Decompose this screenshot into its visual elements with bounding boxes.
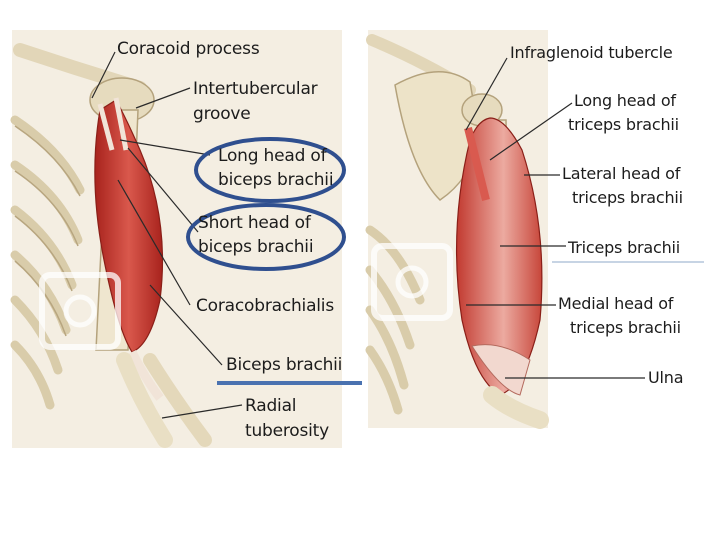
label-short-head-biceps-line1: Short head of xyxy=(198,213,311,233)
label-intertubercular-groove-line2: groove xyxy=(193,104,251,124)
long-head-triceps-muscle xyxy=(464,127,490,201)
rib-cage xyxy=(10,115,85,410)
biceps-brachii-underline xyxy=(217,381,362,385)
label-long-head-triceps-line1: Long head of xyxy=(574,91,676,110)
biceps-illustration xyxy=(10,30,362,448)
label-ulna: Ulna xyxy=(648,368,684,387)
triceps-tendon xyxy=(471,344,531,396)
label-medial-head-triceps-line1: Medial head of xyxy=(558,294,674,313)
short-head-biceps-circle xyxy=(186,203,346,271)
biceps-muscle xyxy=(94,99,164,353)
long-head-tendon xyxy=(97,103,115,151)
label-biceps-brachii: Biceps brachii xyxy=(226,355,343,375)
label-medial-head-triceps-line2: triceps brachii xyxy=(570,318,681,337)
watermark-icon xyxy=(39,272,121,350)
triceps-muscle xyxy=(455,117,543,396)
label-short-head-biceps-line2: biceps brachii xyxy=(198,237,314,257)
label-intertubercular-groove-line1: Intertubercular xyxy=(193,79,318,99)
label-triceps-brachii: Triceps brachii xyxy=(568,238,681,257)
label-radial-tuberosity-line1: Radial xyxy=(245,396,297,416)
watermark-icon-right xyxy=(371,243,453,321)
long-head-biceps-circle xyxy=(194,137,346,203)
right-leader-lines xyxy=(465,57,645,379)
label-coracobrachialis: Coracobrachialis xyxy=(196,296,334,316)
label-long-head-biceps-line1: Long head of xyxy=(218,146,327,166)
rib-outlines xyxy=(14,125,81,337)
olecranon xyxy=(483,386,549,429)
label-coracoid-process: Coracoid process xyxy=(117,39,260,59)
left-leader-lines xyxy=(91,51,243,419)
short-head-tendon xyxy=(113,97,129,151)
label-lateral-head-triceps-line2: triceps brachii xyxy=(572,188,683,207)
radius-bone xyxy=(116,352,173,448)
distal-tendon xyxy=(127,349,164,401)
label-lateral-head-triceps-line1: Lateral head of xyxy=(562,164,681,183)
triceps-illustration xyxy=(365,30,704,429)
ulna-bone-left xyxy=(143,353,212,447)
label-radial-tuberosity-line2: tuberosity xyxy=(245,421,330,441)
label-long-head-biceps-line2: biceps brachii xyxy=(218,170,334,190)
label-long-head-triceps-line2: triceps brachii xyxy=(568,115,679,134)
label-infraglenoid-tubercle: Infraglenoid tubercle xyxy=(510,43,673,62)
